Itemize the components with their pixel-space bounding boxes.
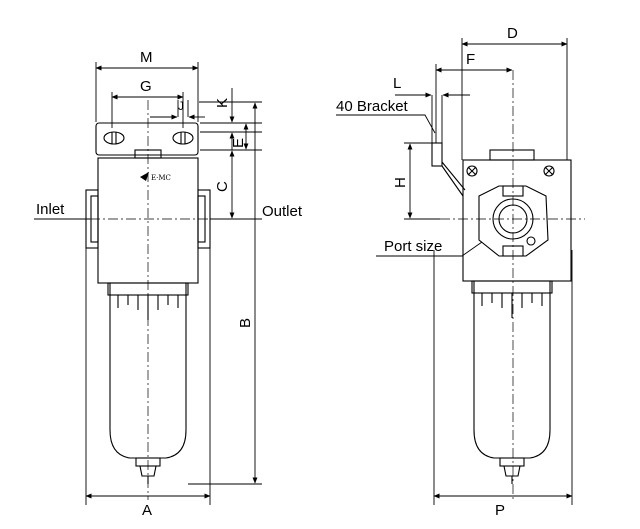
dim-label-f: F — [466, 51, 475, 68]
port-size-label: Port size — [384, 238, 442, 255]
side-bracket — [431, 142, 443, 167]
brand-logo: E·MC — [151, 174, 171, 182]
dim-label-p: P — [495, 502, 505, 519]
bracket-label: 40 Bracket — [336, 98, 409, 115]
dim-label-j: J — [178, 99, 184, 113]
dim-label-a: A — [142, 502, 152, 519]
side-centerlines — [440, 70, 585, 500]
side-view — [431, 142, 572, 484]
front-bracket-plate — [95, 122, 199, 156]
dim-label-h: H — [392, 177, 409, 188]
dim-label-l: L — [393, 75, 401, 92]
bracket-slot-left — [103, 131, 125, 145]
dim-label-m: M — [140, 49, 153, 66]
dim-label-k: K — [214, 98, 231, 108]
dim-label-e: E — [230, 138, 247, 148]
dim-label-g: G — [140, 78, 152, 95]
outlet-label: Outlet — [262, 203, 303, 220]
brand-logo-mark — [140, 172, 149, 181]
dim-label-b: B — [237, 318, 254, 328]
inlet-label: Inlet — [36, 201, 65, 218]
dim-label-d: D — [507, 25, 518, 42]
front-dimensions — [34, 62, 262, 505]
side-dimensions — [336, 38, 573, 505]
dim-label-c: C — [214, 181, 231, 192]
bracket-slot-right — [172, 131, 194, 145]
